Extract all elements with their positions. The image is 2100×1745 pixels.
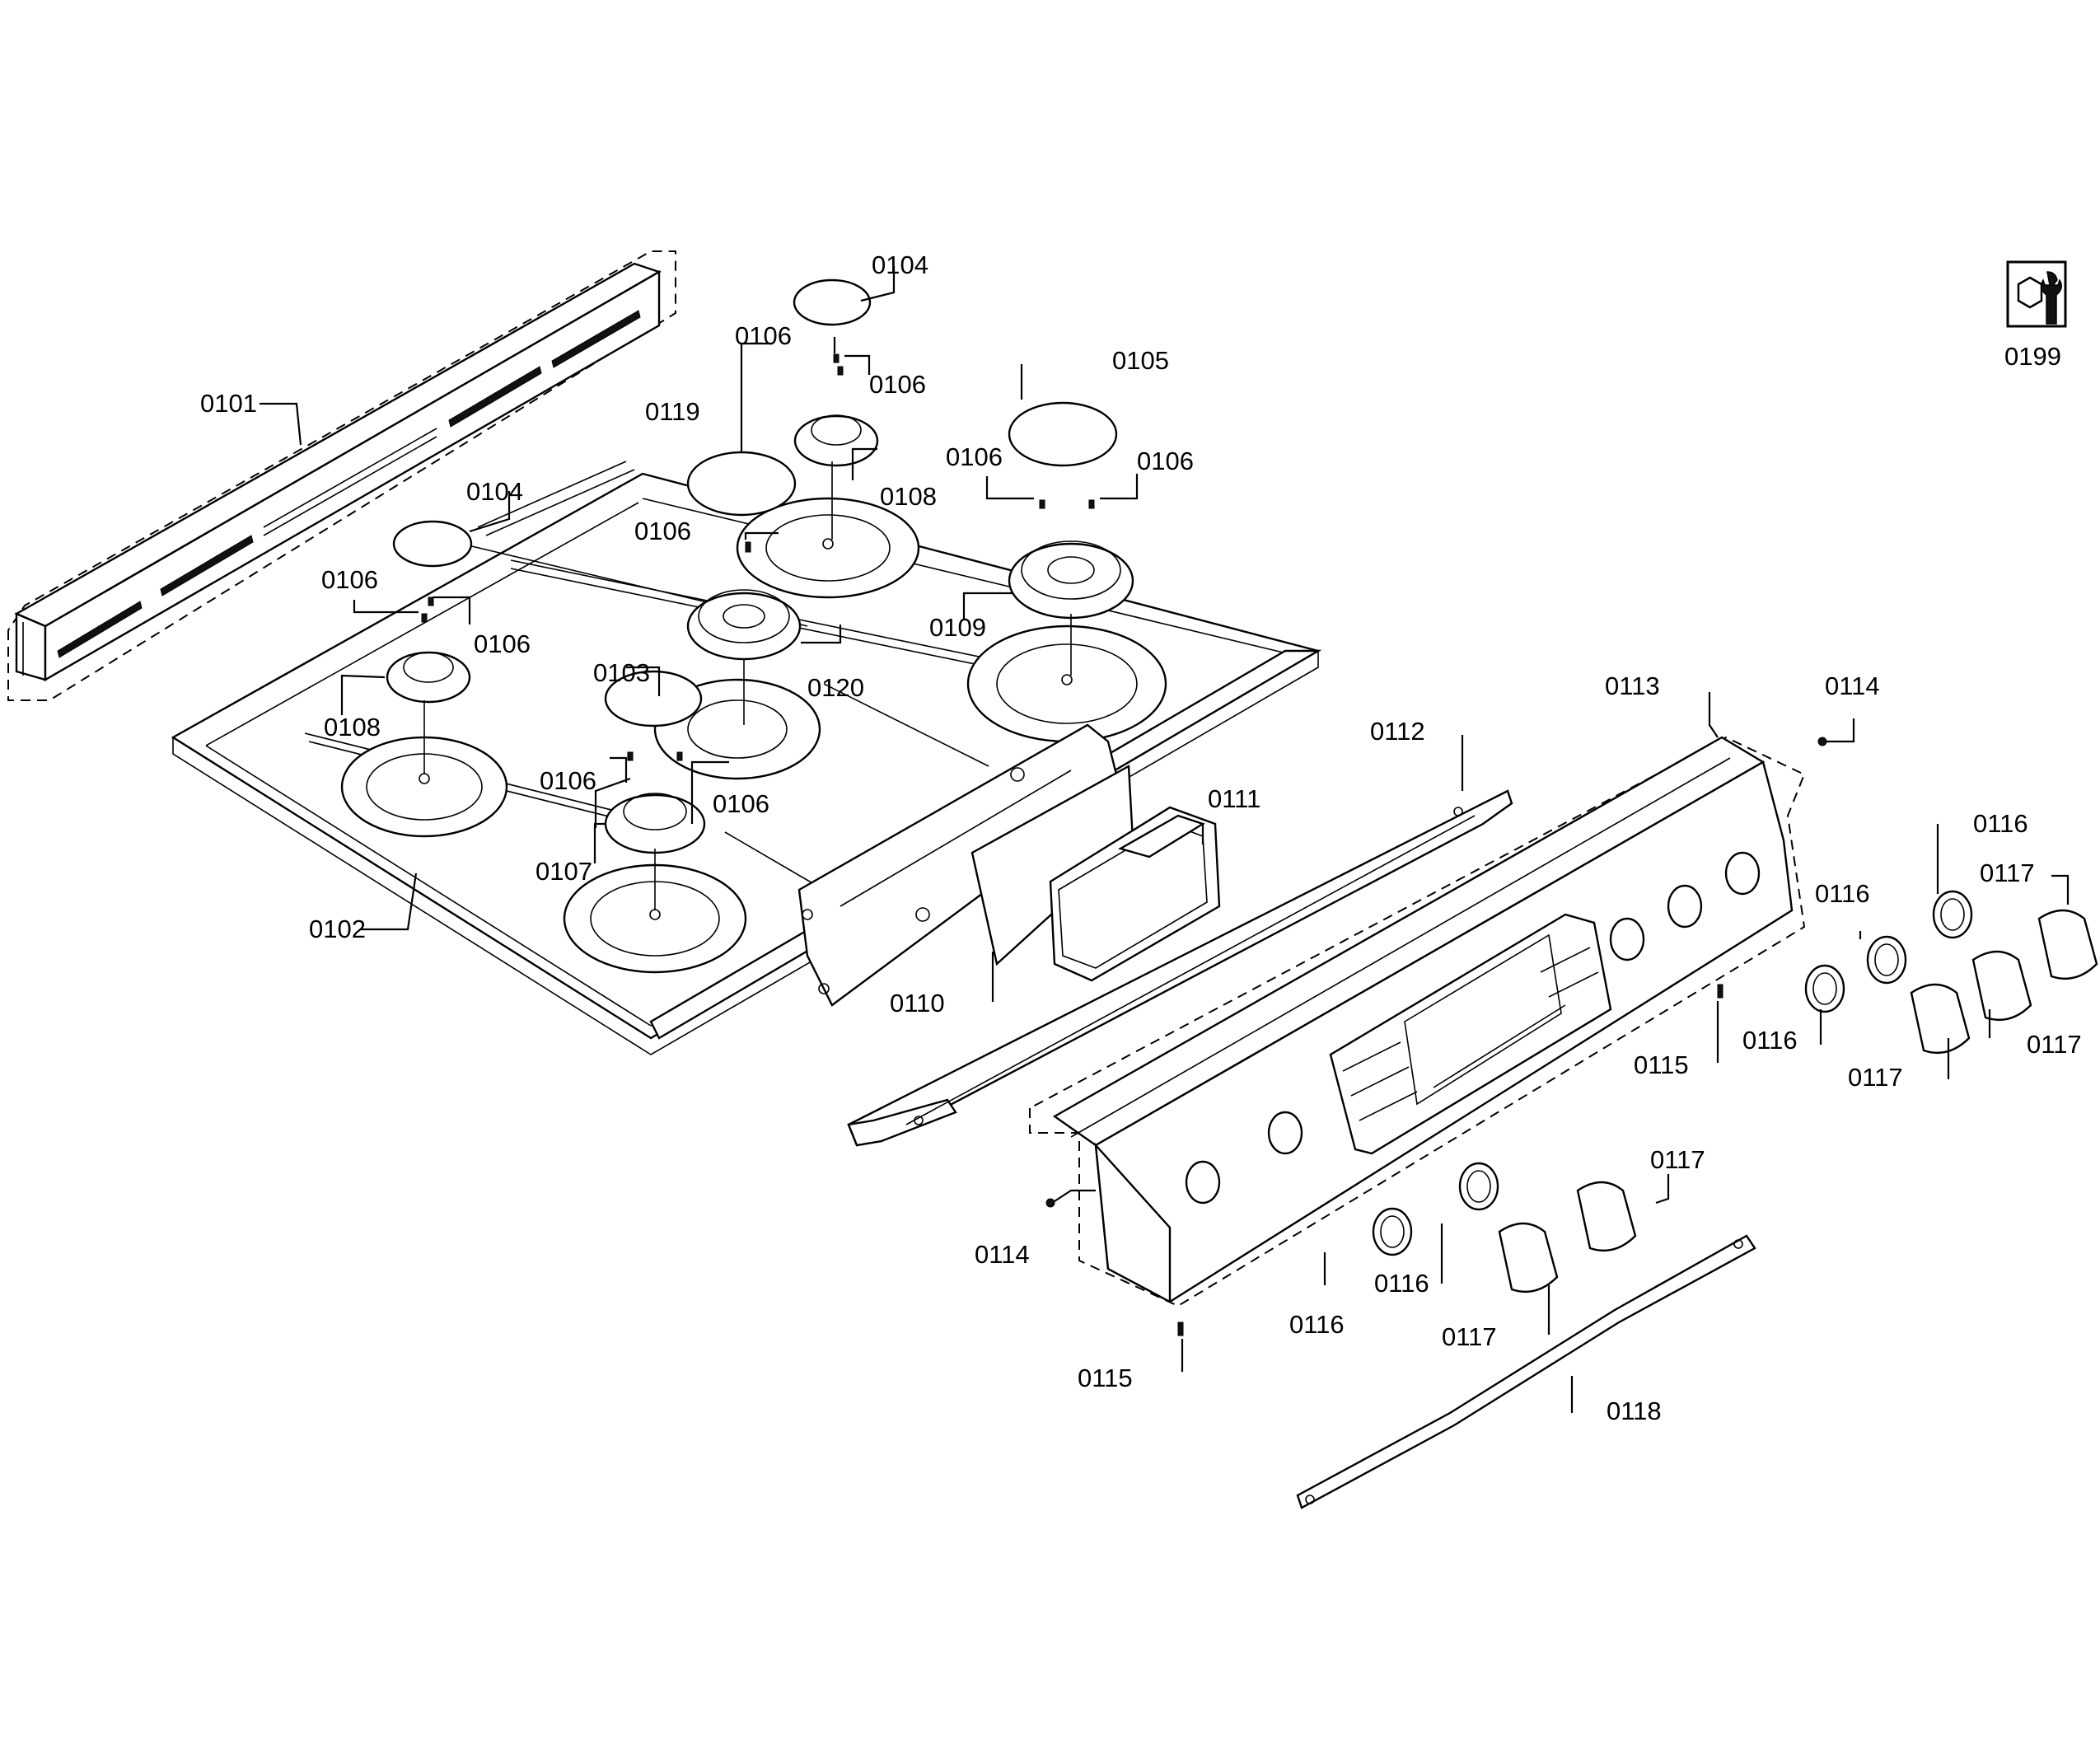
label-0108-top: 0108 (880, 482, 937, 511)
label-0107: 0107 (536, 857, 592, 886)
label-0114-right: 0114 (1825, 671, 1880, 700)
label-0102: 0102 (309, 915, 366, 943)
label-0106-i: 0106 (713, 789, 769, 818)
tool-badge-label: 0199 (2004, 342, 2061, 371)
label-0117-c: 0117 (1848, 1063, 1903, 1092)
label-0111: 0111 (1208, 784, 1260, 813)
label-0106-d: 0106 (1137, 447, 1194, 475)
label-0117-b: 0117 (2027, 1030, 2082, 1059)
part-0111-control-module (1049, 806, 1221, 982)
label-0104-top: 0104 (872, 250, 928, 279)
label-0112: 0112 (1370, 717, 1425, 746)
part-burner-caps (392, 278, 1118, 727)
label-0117-e: 0117 (1442, 1322, 1497, 1351)
assembly-axis-lines (423, 461, 1072, 910)
label-0116-e: 0116 (1289, 1310, 1345, 1339)
label-0106-a: 0106 (735, 321, 792, 350)
label-0115-left: 0115 (1078, 1364, 1133, 1392)
label-0105: 0105 (1112, 346, 1169, 375)
label-0101: 0101 (200, 389, 257, 418)
label-0115-right: 0115 (1634, 1050, 1689, 1079)
label-0106-b: 0106 (869, 370, 926, 399)
label-0108-left: 0108 (324, 713, 381, 742)
label-0109: 0109 (929, 613, 986, 642)
label-0114-left: 0114 (975, 1240, 1030, 1269)
label-0116-a: 0116 (1973, 809, 2028, 838)
part-burner-heads (386, 414, 1134, 854)
part-0118-lower-bracket (1296, 1234, 1756, 1509)
part-number-labels: 0101 0102 0103 0104 0104 0105 0106 0106 … (200, 250, 2082, 1425)
part-0101-rear-trim (7, 250, 676, 701)
label-0104-left: 0104 (466, 477, 523, 506)
label-0110: 0110 (890, 989, 945, 1018)
label-0106-f: 0106 (321, 565, 378, 594)
label-0113: 0113 (1605, 671, 1660, 700)
label-0120: 0120 (807, 673, 864, 702)
label-0106-e: 0106 (634, 517, 691, 545)
label-0118: 0118 (1607, 1396, 1662, 1425)
label-0117-d: 0117 (1650, 1145, 1705, 1174)
label-0116-d: 0116 (1374, 1269, 1429, 1298)
part-0114-0115-screws (1045, 737, 1827, 1336)
label-0106-g: 0106 (474, 629, 531, 658)
part-0117-knobs (1498, 909, 2098, 1294)
label-0106-h: 0106 (540, 766, 596, 795)
label-0116-c: 0116 (1742, 1026, 1798, 1055)
label-0106-c: 0106 (946, 442, 1003, 471)
label-0116-b: 0116 (1815, 879, 1870, 908)
part-0116-bushings (1372, 890, 1973, 1256)
part-0106-screws (421, 353, 1095, 761)
wrench-nut-icon (2006, 260, 2067, 328)
leader-lines (260, 266, 2070, 1413)
label-0119: 0119 (645, 397, 700, 426)
label-0117-a: 0117 (1980, 858, 2035, 887)
part-0110-bracket (797, 723, 1134, 1007)
part-0112-support-rail (847, 789, 1513, 1147)
label-0103: 0103 (593, 658, 650, 687)
part-0113-control-panel (1029, 736, 1806, 1308)
